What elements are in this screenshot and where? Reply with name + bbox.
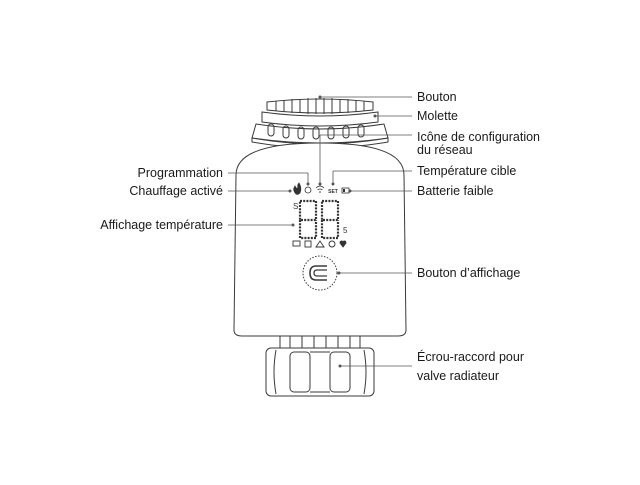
display-top-icons <box>293 182 350 195</box>
window-icon <box>292 240 301 247</box>
label-affichage-temperature: Affichage température <box>100 218 223 232</box>
temperature-digits <box>298 199 340 240</box>
display-button <box>302 255 338 291</box>
knob-cap <box>261 98 379 127</box>
label-bouton: Bouton <box>417 90 457 104</box>
label-ecrou-1: Écrou-raccord pour <box>417 350 524 364</box>
clock-icon <box>304 186 312 194</box>
label-ecrou-2: valve radiateur <box>417 369 499 383</box>
label-molette: Molette <box>417 109 458 123</box>
digit-right-small: 5 <box>343 226 348 235</box>
label-icone-config-2: du réseau <box>417 143 473 157</box>
display-bottom-icons <box>292 240 347 248</box>
heart-icon <box>339 240 347 248</box>
label-batterie-faible: Batterie faible <box>417 184 494 198</box>
label-icone-config-1: Icône de configuration <box>417 130 541 144</box>
label-bouton-affichage: Bouton d’affichage <box>417 266 521 280</box>
battery-icon <box>341 187 350 194</box>
label-chauffage-active: Chauffage activé <box>129 184 223 198</box>
digit-left-small: S <box>293 202 298 211</box>
scale-icon <box>315 240 325 248</box>
label-programmation: Programmation <box>137 166 223 180</box>
timer-icon <box>328 240 336 248</box>
collar <box>279 335 361 349</box>
child-lock-icon <box>304 240 312 248</box>
coupling-nut <box>265 347 375 397</box>
flame-icon <box>293 182 302 195</box>
set-icon: SET <box>328 189 338 195</box>
wifi-icon <box>315 185 325 191</box>
label-temperature-cible: Température cible <box>417 164 517 178</box>
leader-lines <box>228 96 412 367</box>
